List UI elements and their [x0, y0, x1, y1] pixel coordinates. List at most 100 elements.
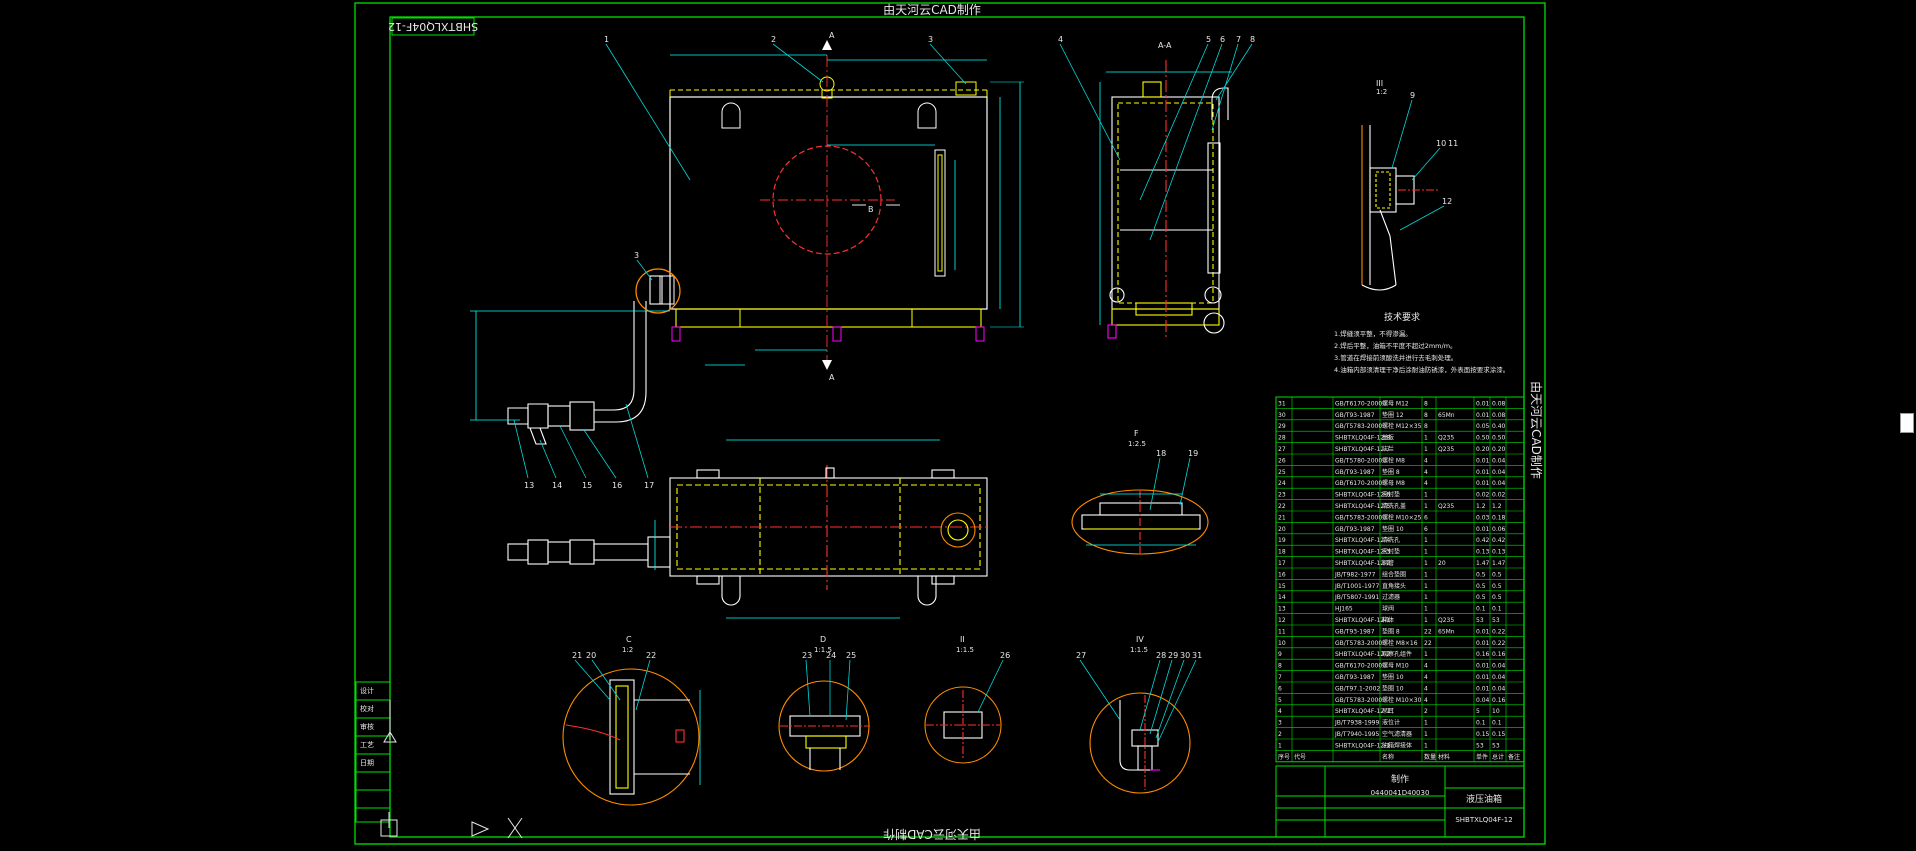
balloon-1: 1 [604, 35, 609, 44]
scrollbar-thumb[interactable] [1900, 413, 1914, 433]
bom-cell: JB/T1001-1977 [1334, 583, 1379, 590]
bom-cell: GB/T93-1987 [1335, 412, 1375, 419]
bom-cell: 螺母 M12 [1382, 399, 1409, 407]
view-scale-iii: 1:2 [1376, 88, 1387, 96]
title-block-title: 液压油箱 [1466, 793, 1502, 805]
bom-cell: 0.03 [1476, 514, 1490, 521]
sig-label-date: 日期 [360, 759, 374, 767]
balloon-4: 4 [1058, 35, 1063, 44]
balloon-28: 28 [1156, 651, 1166, 660]
balloon-27: 27 [1076, 651, 1086, 660]
bom-cell: SHBTXLQ04F-12-7 [1335, 446, 1390, 453]
bom-cell: 8 [1424, 400, 1428, 407]
bom-cell: 0.04 [1492, 457, 1506, 464]
balloon-26: 26 [1000, 651, 1010, 660]
bom-cell: 0.1 [1492, 720, 1502, 727]
title-block-drawing-no: SHBTXLQ04F-12 [1455, 816, 1512, 824]
bom-cell: 1.2 [1492, 503, 1502, 510]
bom-cell: GB/T6170-2000 [1335, 400, 1382, 407]
bom-cell: 组合垫圈 [1382, 570, 1406, 578]
bom-cell: GB/T93-1987 [1335, 628, 1375, 635]
bom-cell: 4 [1278, 708, 1282, 715]
detail-f [1071, 489, 1209, 555]
bom-cell: 1 [1424, 651, 1428, 658]
bom-cell: 19 [1278, 537, 1286, 544]
bom-cell: 液位计 [1382, 719, 1400, 727]
bom-cell: 18 [1278, 549, 1286, 556]
sig-label-design: 设计 [360, 686, 374, 695]
bom-cell: 螺母 M8 [1382, 479, 1405, 487]
bom-cell: 0.02 [1492, 492, 1506, 499]
bom-header-cell: 材料 [1438, 753, 1450, 761]
bom-cell: 0.15 [1476, 731, 1490, 738]
bom-cell: 22 [1424, 640, 1432, 647]
bom-cell: 8 [1278, 663, 1282, 670]
bom-cell: 0.50 [1476, 435, 1490, 442]
bom-cell: 24 [1278, 480, 1286, 487]
bom-cell: 12 [1278, 617, 1286, 624]
bom-cell: 1 [1424, 492, 1428, 499]
view-title-ii: II [960, 635, 965, 644]
bom-cell: 0.5 [1476, 583, 1486, 590]
bom-cell: 0.02 [1476, 492, 1490, 499]
bom-cell: 0.04 [1492, 469, 1506, 476]
bom-cell: 65Mn [1438, 628, 1455, 635]
detail-d [778, 680, 870, 772]
bom-cell: SHBTXLQ04F-12-2 [1335, 560, 1390, 567]
bom-cell: GB/T93-1987 [1335, 674, 1375, 681]
balloon-8: 8 [1250, 35, 1255, 44]
bom-cell: 4 [1424, 685, 1428, 692]
title-block-date-code: 0440041D40030 [1371, 789, 1430, 797]
bom-header-cell: 名称 [1382, 753, 1394, 761]
bom-cell: 0.08 [1492, 412, 1506, 419]
balloon-21: 21 [572, 651, 582, 660]
view-scale-iv: 1:1.5 [1130, 646, 1148, 654]
balloon-19: 19 [1188, 449, 1198, 458]
balloon-10: 10 [1436, 139, 1446, 148]
balloon-6: 6 [1220, 35, 1225, 44]
bom-cell: 空气滤清器 [1382, 730, 1412, 738]
balloon-22: 22 [646, 651, 656, 660]
bom-cell: 53 [1492, 617, 1500, 624]
section-mark-a-top: A [829, 31, 835, 40]
bom-cell: 0.01 [1476, 469, 1490, 476]
bom-cell: 4 [1424, 457, 1428, 464]
title-block [1275, 765, 1525, 838]
bom-cell: 1 [1424, 537, 1428, 544]
bom-cell: 1.47 [1476, 560, 1490, 567]
section-mark-b: B [868, 205, 874, 214]
bom-cell: 17 [1278, 560, 1286, 567]
note-line-2: 2.焊后平整，油箱不平度不超过2mm/m。 [1334, 341, 1457, 350]
bom-cell: 垫圈 10 [1382, 525, 1404, 533]
watermark-bottom: 由天河云CAD制作 [883, 827, 981, 841]
bom-cell: 法兰 [1382, 445, 1394, 453]
bom-cell: 1 [1424, 571, 1428, 578]
bom-cell: 0.05 [1476, 423, 1490, 430]
bom-cell: 6 [1424, 526, 1428, 533]
bom-cell: 1 [1424, 617, 1428, 624]
bom-header-cell: 备注 [1508, 753, 1520, 761]
balloon-3: 3 [928, 35, 933, 44]
balloon-15: 15 [582, 481, 592, 490]
bom-cell: JB/T982-1977 [1334, 571, 1376, 578]
view-title-d: D [820, 635, 826, 644]
bom-cell: GB/T6170-2000 [1335, 663, 1382, 670]
bom-header-cell: 代号 [1294, 753, 1306, 761]
view-scale-f: 1:2.5 [1128, 440, 1146, 448]
leader-lines [513, 43, 1445, 743]
detail-ii [924, 686, 1002, 764]
bom-cell: 53 [1492, 742, 1500, 749]
bom-cell: 0.1 [1476, 606, 1486, 613]
corner-stamp: SHBTXLQ04F-12 [388, 17, 478, 36]
bom-cell: 2 [1424, 708, 1428, 715]
bom-cell: 29 [1278, 423, 1286, 430]
bom-cell: 4 [1424, 697, 1428, 704]
note-line-4: 4.油箱内部须清理干净后涂耐油防锈漆，外表面按要求涂漆。 [1334, 365, 1509, 374]
balloon-24: 24 [826, 651, 836, 660]
bom-cell: 0.08 [1492, 400, 1506, 407]
view-title-c: C [626, 635, 632, 644]
bom-cell: 钢管 [1382, 559, 1394, 567]
